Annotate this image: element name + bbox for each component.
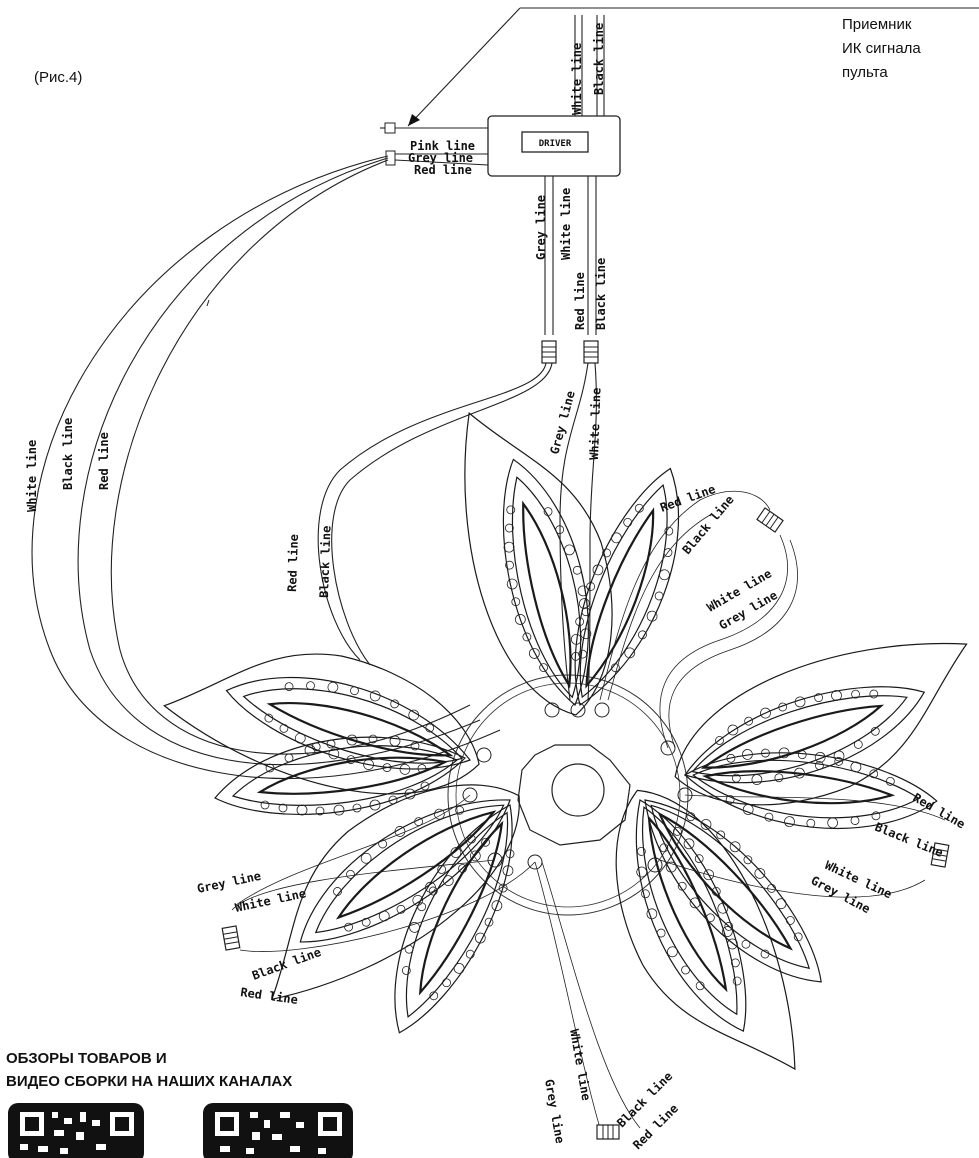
wire-l-white: White line [234, 886, 308, 915]
wire-long-red: Red line [97, 432, 111, 490]
wire-bottom-red: Red line [573, 272, 587, 330]
wire-r-black: Black line [873, 820, 945, 860]
wire-ul-red: Red line [285, 534, 301, 592]
promo-line-1: ОБЗОРЫ ТОВАРОВ И [6, 1050, 167, 1067]
wire-bottom-grey: Grey line [534, 195, 548, 260]
qr-code-1[interactable] [8, 1103, 144, 1158]
figure-label: (Рис.4) [34, 69, 82, 86]
wire-pink: Pink line [410, 139, 475, 153]
wire-top-petal-white: White line [587, 387, 604, 460]
wire-l-red: Red line [240, 985, 299, 1007]
wire-l-grey: Grey line [196, 869, 263, 896]
receiver-label-2: ИК сигнала [842, 40, 921, 57]
connector-right-top [583, 340, 599, 364]
wire-b-grey: Grey line [542, 1078, 567, 1144]
wire-ul-black: Black line [317, 525, 334, 598]
hub-center [551, 763, 605, 817]
wire-top-white: White line [570, 43, 584, 115]
wire-b-white: White line [567, 1028, 593, 1102]
wire-long-white: White line [25, 440, 39, 512]
receiver-label-1: Приемник [842, 16, 912, 33]
wire-bottom-white: White line [559, 188, 573, 260]
wire-top-petal-grey: Grey line [547, 389, 577, 455]
receiver-label-3: пульта [842, 64, 888, 81]
connector-bottom [596, 1124, 620, 1140]
wire-ur-red: Red line [658, 482, 717, 515]
connector-left-top [541, 340, 557, 364]
driver-label-box [521, 131, 589, 153]
wire-red: Red line [414, 163, 472, 177]
driver-label: DRIVER [539, 139, 572, 149]
connector-upper-right [756, 507, 784, 533]
connector-left [221, 925, 241, 951]
wire-bottom-black: Black line [594, 258, 608, 330]
wire-top-black: Black line [592, 23, 606, 95]
qr-code-2[interactable] [203, 1103, 353, 1158]
wire-grey: Grey line [408, 151, 473, 165]
promo-line-2: ВИДЕО СБОРКИ НА НАШИХ КАНАЛАХ [6, 1073, 292, 1090]
receiver-arrow [407, 7, 521, 127]
wire-long-black: Black line [61, 418, 75, 490]
